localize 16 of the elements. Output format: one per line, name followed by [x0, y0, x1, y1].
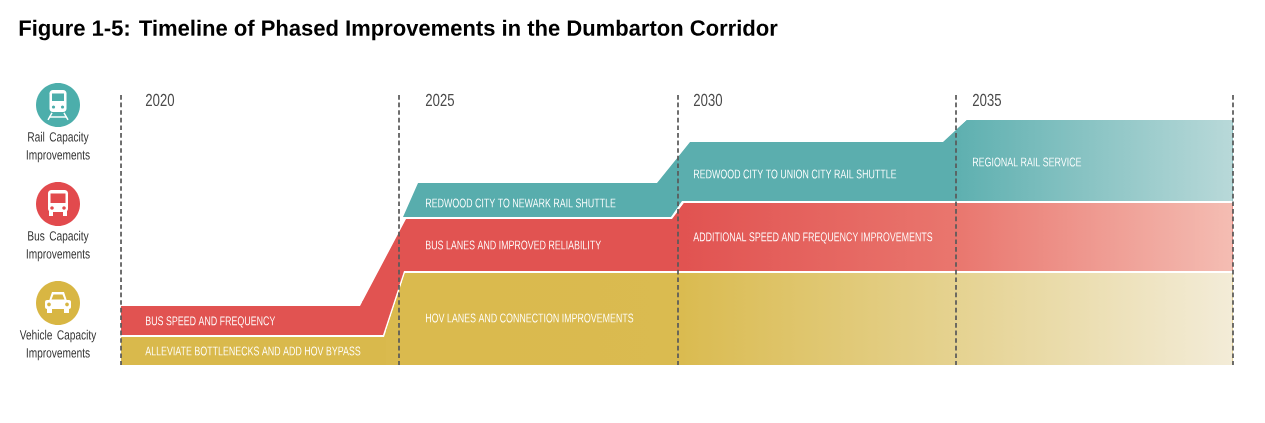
row-label: Rail Capacity Improvements	[26, 131, 90, 163]
band-label: HOV LANES AND CONNECTION IMPROVEMENTS	[426, 313, 634, 323]
band-label: ADDITIONAL SPEED AND FREQUENCY IMPROVEMENTS	[693, 232, 933, 244]
year-label: 2030	[693, 93, 723, 107]
year-label: 2020	[145, 93, 175, 107]
figure-title: Figure 1-5: Timeline of Phased Improvements in the Dumbarton Corridor	[19, 19, 778, 41]
row-label: Vehicle Capacity Improvements	[19, 329, 97, 361]
band-label: BUS SPEED AND FREQUENCY	[146, 316, 276, 328]
band-label: BUS LANES AND IMPROVED RELIABILITY	[426, 240, 601, 250]
band-label: REDWOOD CITY TO UNION CITY RAIL SHUTTLE	[694, 169, 897, 179]
band-label: REGIONAL RAIL SERVICE	[973, 157, 1082, 167]
band-label: ALLEVIATE BOTTLENECKS AND ADD HOV BYPASS	[145, 346, 361, 356]
year-label: 2035	[972, 93, 1001, 107]
band-label: REDWOOD CITY TO NEWARK RAIL SHUTTLE	[426, 198, 616, 208]
year-label: 2025	[425, 93, 454, 107]
row-label: Bus Capacity Improvements	[26, 230, 90, 262]
